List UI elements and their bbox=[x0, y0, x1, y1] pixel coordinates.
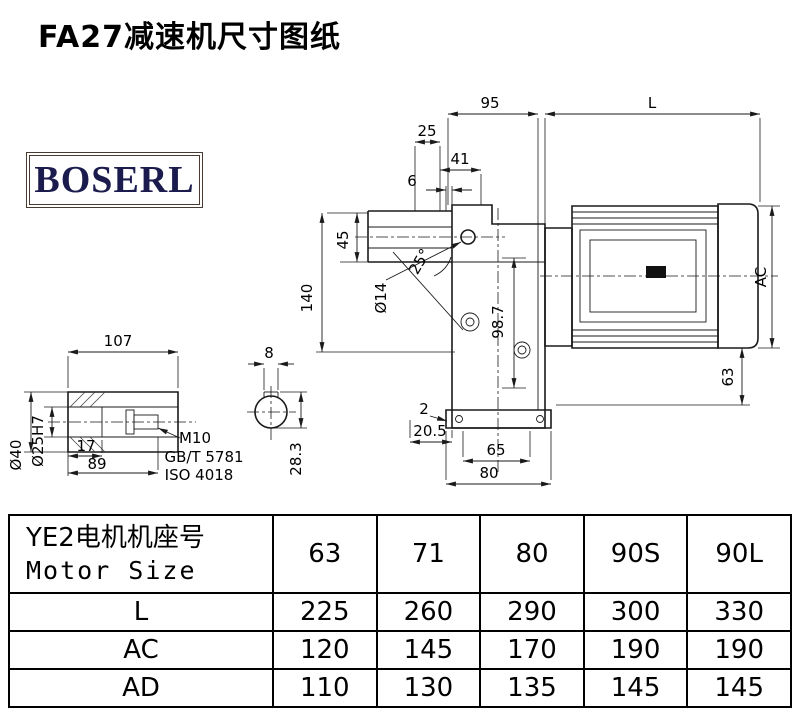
dim-45: 45 bbox=[334, 230, 352, 249]
cell-AD-80: 135 bbox=[479, 668, 585, 708]
motor-outline bbox=[544, 203, 759, 349]
dim-107: 107 bbox=[104, 332, 133, 350]
cell-AD-63: 110 bbox=[272, 668, 378, 708]
dimension-drawing: 95 L 25 41 6 45 bbox=[7, 94, 780, 487]
dim-140: 140 bbox=[298, 284, 316, 313]
callout-iso-4018: ISO 4018 bbox=[165, 466, 234, 484]
cell-AD-90s: 145 bbox=[582, 668, 689, 708]
fan-cover bbox=[717, 203, 759, 349]
dim-AC: AC bbox=[752, 267, 770, 287]
dim-89: 89 bbox=[87, 455, 106, 473]
page-title: FA27减速机尺寸图纸 bbox=[38, 20, 342, 55]
row-label-L: L bbox=[8, 592, 274, 632]
dim-dia40: Ø40 bbox=[7, 440, 25, 471]
header-motor-size: YE2电机机座号 Motor Size bbox=[8, 514, 274, 594]
cell-L-63: 225 bbox=[272, 592, 378, 632]
dim-6: 6 bbox=[407, 172, 417, 190]
cell-L-71: 260 bbox=[375, 592, 482, 632]
cell-AC-80: 170 bbox=[479, 630, 585, 670]
dim-25deg: 25° bbox=[405, 245, 434, 277]
callout-gbt-5781: GB/T 5781 bbox=[164, 448, 243, 466]
logo-text: BOSERL bbox=[34, 159, 195, 201]
cell-L-80: 290 bbox=[479, 592, 585, 632]
dim-41: 41 bbox=[450, 150, 469, 168]
boserl-logo-box: BOSERL bbox=[26, 152, 203, 208]
cell-AD-71: 130 bbox=[375, 668, 482, 708]
dim-L: L bbox=[648, 94, 657, 112]
dim-25: 25 bbox=[417, 122, 436, 140]
header-label-cn: YE2电机机座号 bbox=[26, 523, 205, 554]
cell-AC-90l: 190 bbox=[686, 630, 792, 670]
dim-dia14: Ø14 bbox=[372, 283, 390, 314]
keyway-section-view: 8 28.3 bbox=[248, 344, 307, 476]
table-row-AD: AD 110 130 135 145 145 bbox=[8, 668, 792, 708]
cell-AC-63: 120 bbox=[272, 630, 378, 670]
row-label-AC: AC bbox=[8, 630, 274, 670]
header-label-en: Motor Size bbox=[26, 555, 197, 585]
dim-8: 8 bbox=[264, 344, 274, 362]
table-row-AC: AC 120 145 170 190 190 bbox=[8, 630, 792, 670]
header-col-80: 80 bbox=[479, 514, 585, 594]
dim-dia25h7: Ø25H7 bbox=[29, 415, 47, 467]
dim-28-3: 28.3 bbox=[287, 442, 305, 475]
dim-17: 17 bbox=[76, 437, 95, 455]
table-row-L: L 225 260 290 300 330 bbox=[8, 592, 792, 632]
dim-95: 95 bbox=[480, 94, 499, 112]
dim-80: 80 bbox=[479, 464, 498, 482]
row-label-AD: AD bbox=[8, 668, 274, 708]
dim-20-5: 20.5 bbox=[413, 422, 446, 440]
shaft-detail-view: 107 17 89 Ø40 Ø25H7 M10 GB/T 5781 ISO 4 bbox=[7, 332, 244, 484]
dim-65: 65 bbox=[486, 441, 505, 459]
header-col-90s: 90S bbox=[582, 514, 689, 594]
header-col-90l: 90L bbox=[686, 514, 792, 594]
cell-AC-71: 145 bbox=[375, 630, 482, 670]
table-header-row: YE2电机机座号 Motor Size 63 71 80 90S 90L bbox=[8, 514, 792, 594]
header-col-63: 63 bbox=[272, 514, 378, 594]
dim-98-7: 98.7 bbox=[489, 305, 507, 338]
cell-L-90l: 330 bbox=[686, 592, 792, 632]
callout-m10: M10 bbox=[179, 429, 211, 447]
dim-63: 63 bbox=[719, 367, 737, 386]
gearbox-outline bbox=[367, 204, 552, 429]
cell-L-90s: 300 bbox=[582, 592, 689, 632]
header-col-71: 71 bbox=[375, 514, 482, 594]
dim-2: 2 bbox=[419, 400, 429, 418]
cell-AC-90s: 190 bbox=[582, 630, 689, 670]
motor-size-table: YE2电机机座号 Motor Size 63 71 80 90S 90L L 2… bbox=[8, 514, 792, 708]
motor-nameplate bbox=[646, 266, 666, 278]
cell-AD-90l: 145 bbox=[686, 668, 792, 708]
main-dimensions: 95 L 25 41 6 45 bbox=[298, 94, 780, 487]
